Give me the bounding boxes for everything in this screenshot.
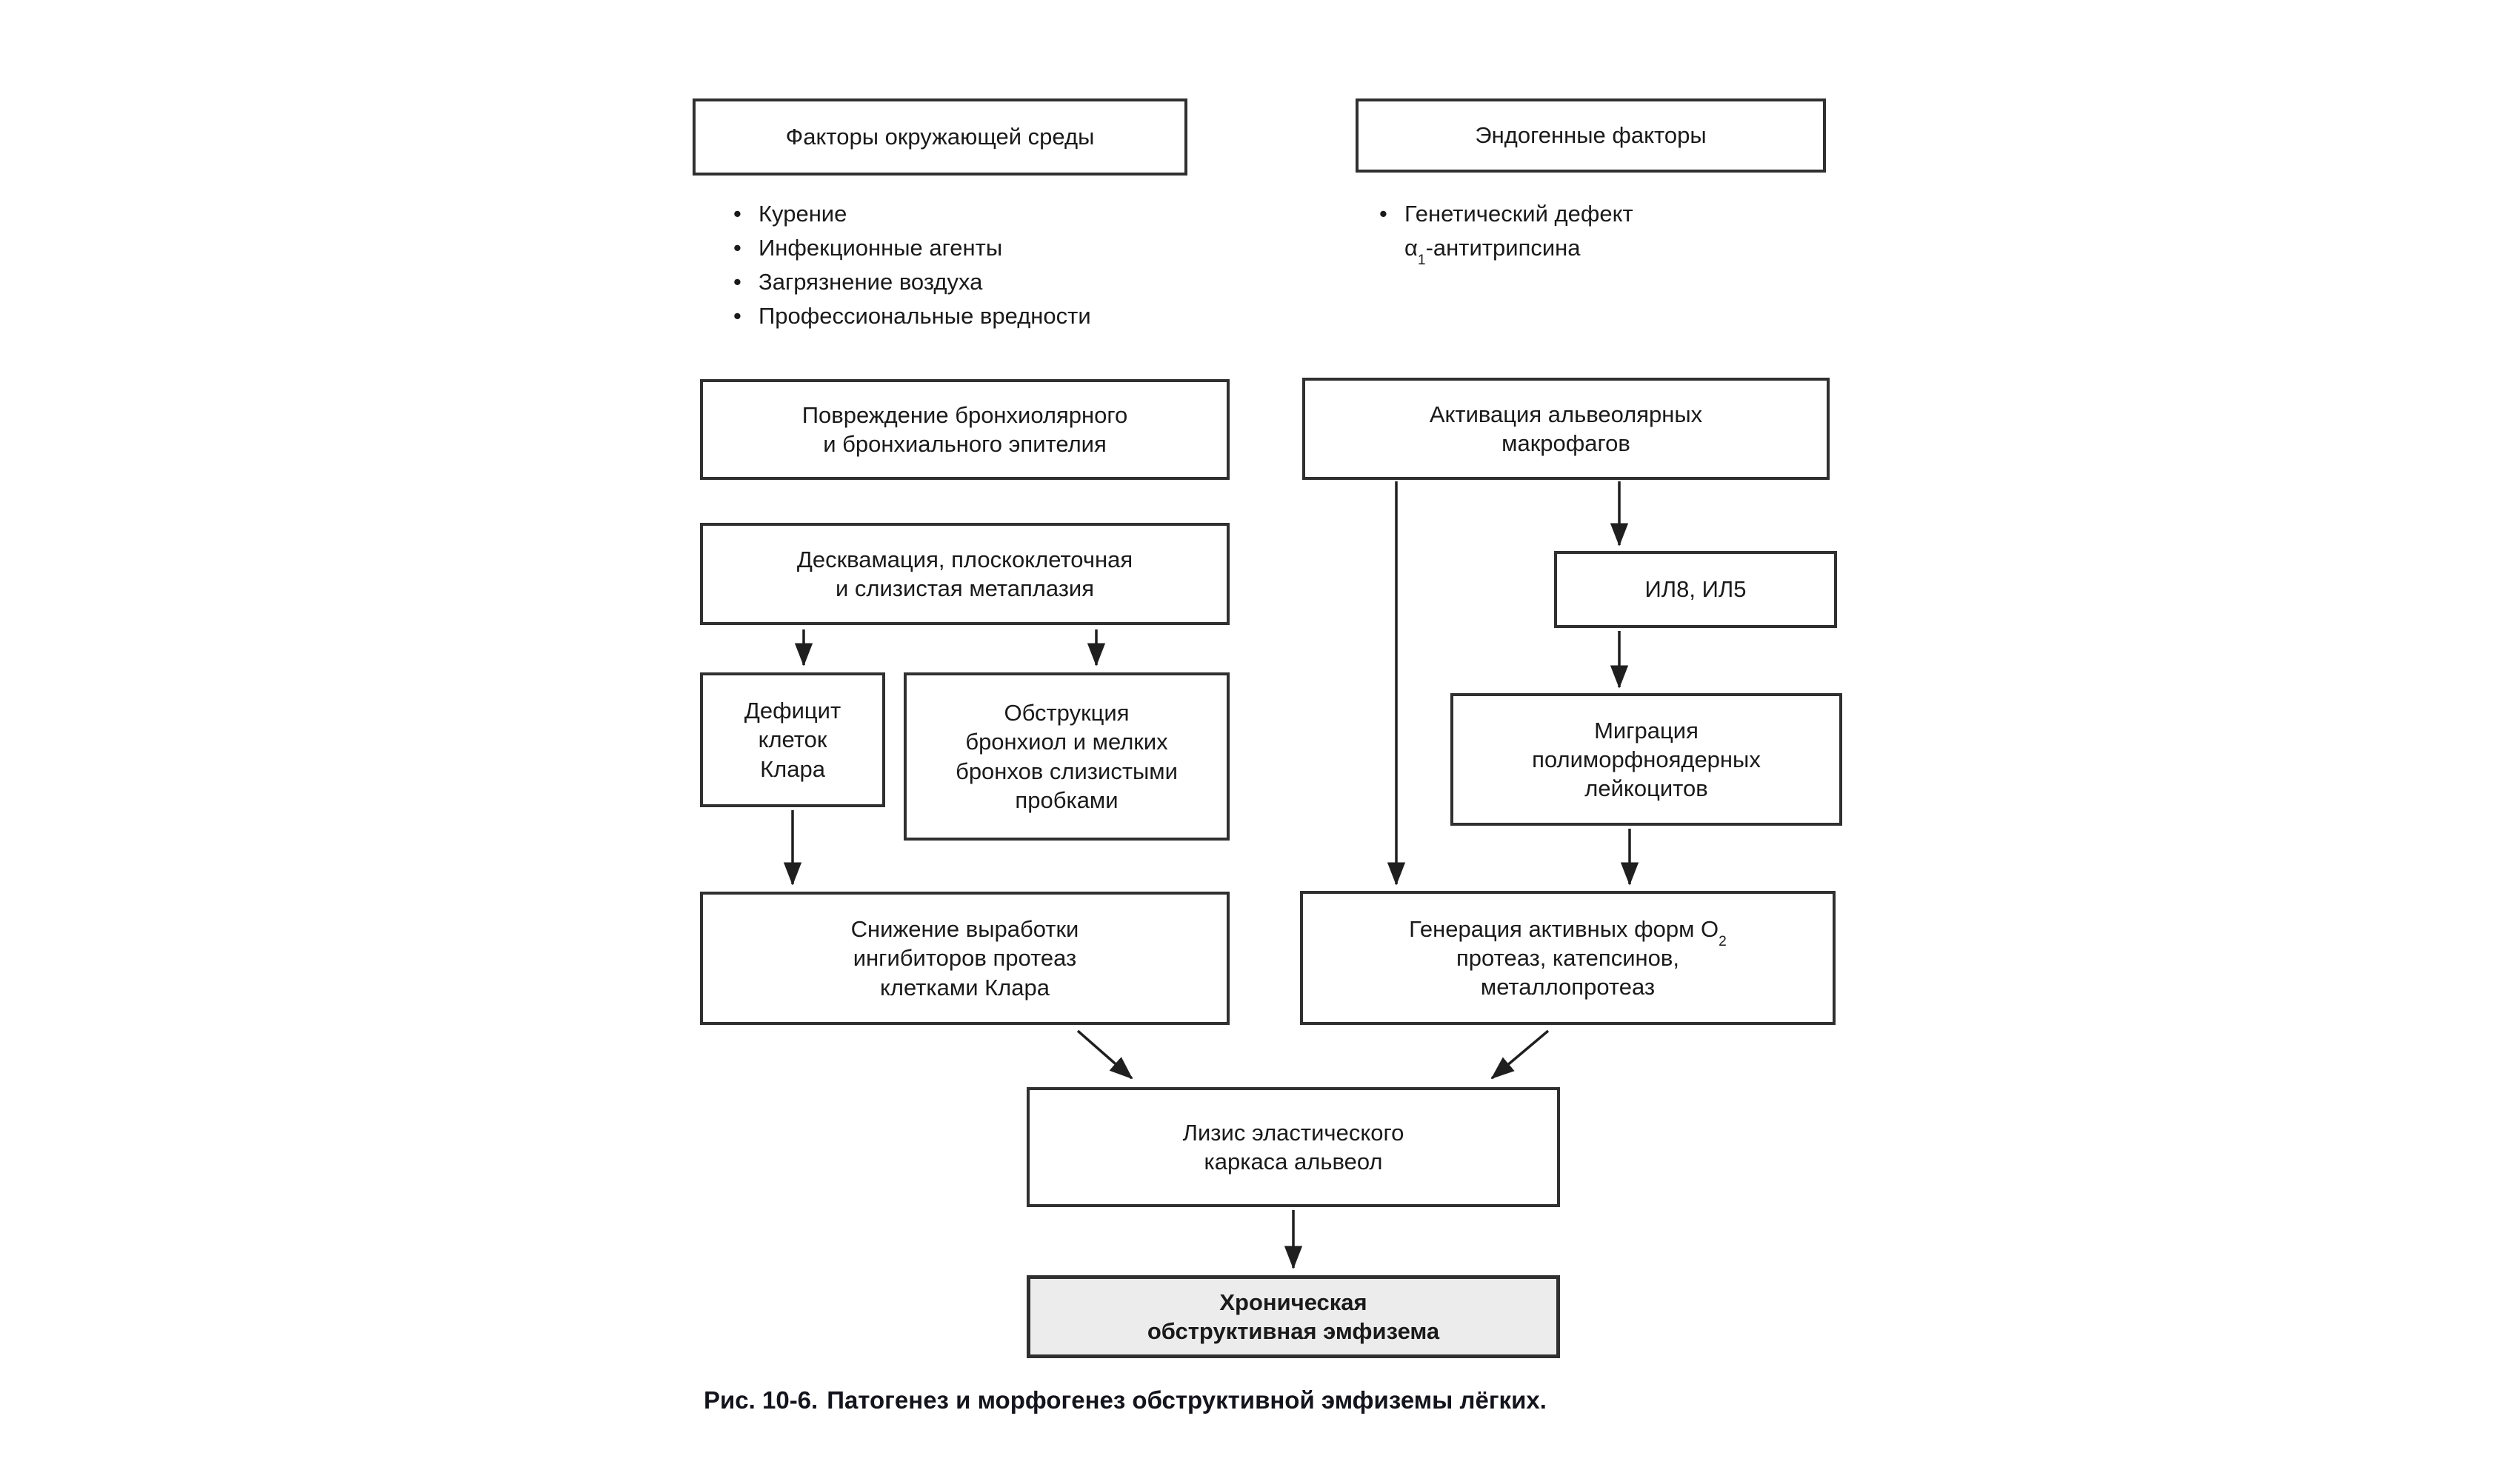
box-endogenous-factors: Эндогенные факторы (1356, 98, 1826, 173)
figure-caption: Рис. 10-6. Патогенез и морфогенез обструк… (704, 1386, 1547, 1414)
list-item: • Курение (733, 197, 1091, 231)
endogenous-factors-bullet-list: • Генетический дефект α1-антитрипсина (1379, 197, 1633, 268)
text-line: Генерация активных форм О2 (1409, 915, 1727, 949)
text-line: клеток (758, 726, 827, 753)
box-protease-inhibitor-decrease: Снижение выработки ингибиторов протеаз к… (700, 892, 1230, 1025)
box-epithelium-damage: Повреждение бронхиолярного и бронхиально… (700, 379, 1230, 480)
bullet-text: Профессиональные вредности (759, 303, 1091, 329)
text-line: пробками (1015, 786, 1119, 813)
box-clara-cells-deficit: Дефицит клеток Клара (700, 672, 885, 807)
subscript: 2 (1719, 933, 1727, 949)
text-line: Снижение выработки (850, 916, 1079, 943)
list-item-continuation: α1-антитрипсина (1379, 231, 1633, 268)
box-macrophage-activation: Активация альвеолярных макрофагов (1302, 378, 1830, 480)
list-item: • Инфекционные агенты (733, 231, 1091, 265)
bullet-icon: • (1379, 201, 1387, 227)
text-line: Миграция (1594, 717, 1699, 744)
text-line: Десквамация, плоскоклеточная (796, 546, 1133, 572)
text-line: Дефицит (744, 698, 841, 724)
text-line: бронхиол и мелких (965, 729, 1168, 755)
text-line: Факторы окружающей среды (785, 124, 1095, 150)
bullet-text: Курение (759, 201, 847, 227)
text-line: Лизис эластического (1182, 1119, 1404, 1146)
text-line: Активация альвеолярных (1429, 401, 1703, 427)
bullet-text: α1-антитрипсина (1404, 235, 1581, 268)
bullet-text: Генетический дефект (1404, 201, 1633, 227)
list-item: • Профессиональные вредности (733, 299, 1091, 333)
text-line: Клара (760, 755, 825, 782)
text-line: каркаса альвеол (1204, 1149, 1383, 1175)
bullet-icon: • (733, 201, 741, 227)
list-item: • Генетический дефект (1379, 197, 1633, 231)
text-line: металлопротеаз (1480, 974, 1656, 1000)
figure-caption-text: Патогенез и морфогенез обструктивной эмф… (827, 1386, 1547, 1414)
text-line: Хроническая (1219, 1289, 1367, 1315)
environmental-factors-bullet-list: • Курение • Инфекционные агенты • Загряз… (733, 197, 1091, 333)
box-leukocyte-migration: Миграция полиморфноядерных лейкоцитов (1450, 693, 1842, 826)
text-line: лейкоцитов (1584, 775, 1708, 802)
list-item: • Загрязнение воздуха (733, 265, 1091, 299)
text-line: ингибиторов протеаз (853, 945, 1077, 972)
bullet-icon: • (733, 235, 741, 261)
bullet-icon: • (733, 303, 741, 329)
arrow-inhibitor-decrease-to-lysis (1076, 1029, 1133, 1080)
figure-caption-label: Рис. 10-6. (704, 1386, 819, 1414)
arrow-generation-to-lysis (1490, 1029, 1550, 1080)
text-line: клетками Клара (879, 974, 1050, 1000)
bullet-icon: • (733, 269, 741, 295)
box-bronchiole-obstruction: Обструкция бронхиол и мелких бронхов сли… (904, 672, 1230, 841)
text-line: ИЛ8, ИЛ5 (1644, 576, 1747, 603)
text-line: бронхов слизистыми (956, 758, 1178, 784)
text-line: Эндогенные факторы (1475, 122, 1707, 149)
text-line: и слизистая метаплазия (835, 575, 1095, 601)
text-line: Повреждение бронхиолярного (801, 401, 1128, 428)
bullet-text: Инфекционные агенты (759, 235, 1003, 261)
box-chronic-obstructive-emphysema: Хроническая обструктивная эмфизема (1027, 1275, 1560, 1358)
box-alveolar-lysis: Лизис эластического каркаса альвеол (1027, 1087, 1560, 1207)
box-desquamation-metaplasia: Десквамация, плоскоклеточная и слизистая… (700, 523, 1230, 625)
bullet-text: Загрязнение воздуха (759, 269, 983, 295)
box-interleukins: ИЛ8, ИЛ5 (1554, 551, 1837, 628)
text-line: полиморфноядерных (1532, 746, 1761, 772)
text-line: макрофагов (1501, 430, 1630, 456)
subscript: 1 (1417, 252, 1426, 268)
text-line: и бронхиального эпителия (823, 431, 1107, 457)
box-reactive-oxygen-generation: Генерация активных форм О2 протеаз, кате… (1300, 891, 1836, 1025)
text-line: обструктивная эмфизема (1147, 1318, 1440, 1344)
text-line: протеаз, катепсинов, (1456, 944, 1679, 971)
text-line: Обструкция (1004, 700, 1130, 726)
box-environmental-factors: Факторы окружающей среды (693, 98, 1187, 176)
